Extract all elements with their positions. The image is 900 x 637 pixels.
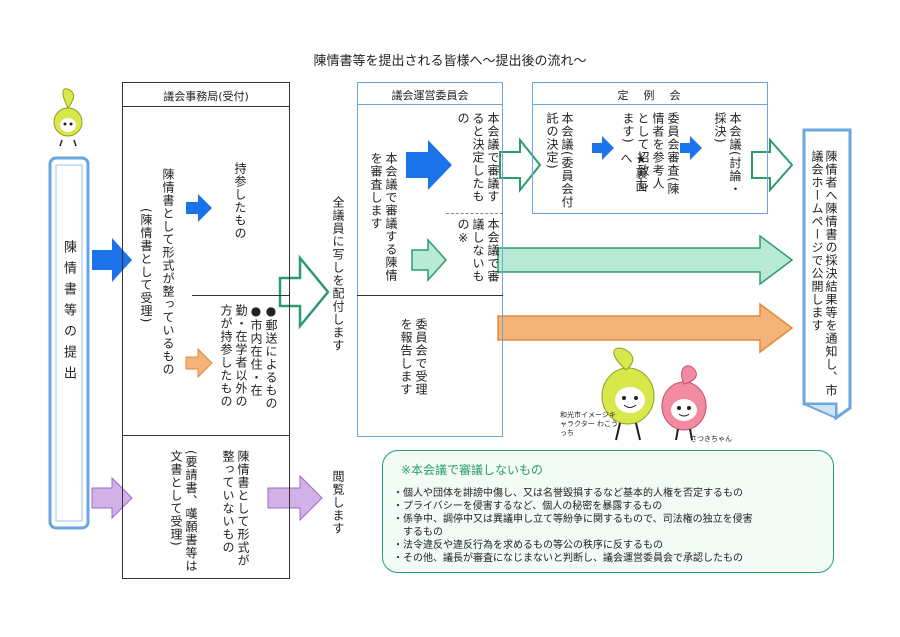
steering-not-reviewed: 本会議で審議しないもの※ [456,218,500,283]
result-label: 陳情者へ陳情書の採決結果等を通知し、市議会ホームページで公開します [810,150,838,397]
note-title: ※本会議で審議しないもの [401,463,544,477]
regular-header: 定 例 会 [617,89,683,102]
mascot-caption-2: さつきちゃん [690,435,732,443]
blue-arrow-steering [406,140,452,190]
steering-header-rule [357,104,503,105]
mascot-satsuki [661,365,707,441]
note-line: ・係争中、調停中又は異議申し立て等紛争に関するもので、司法権の独立を侵害 [393,514,753,525]
blue-arrow-carried [186,194,212,222]
mint-arrow-long [497,234,794,286]
mailed-label: ●郵送によるもの ●市内在住・在勤・在学者以外の方が持参したもの [219,304,278,410]
mascot-caption-1: 和光市イメージキャラクター わこうっち [560,411,618,437]
carried-label: 持参したもの [233,162,247,240]
view-label: 閲覧します [331,470,345,535]
orange-arrow-long [497,302,794,354]
steering-split [357,295,503,296]
secretariat-header: 議会事務局(受付) [163,90,249,103]
blue-arrow-reg2 [680,136,702,160]
result-scroll [802,128,852,421]
note-line: ・プライバシーを侵害するなど、個人の秘密を暴露するもの [393,501,663,512]
green-arrow-regular [499,137,542,193]
regular-step2-note: ★裏面へ [619,152,648,193]
note-line: ・個人や団体を誹謗中傷し、又は名誉毀損するなど基本的人権を否定するもの [393,488,743,499]
green-arrow-distribute [278,254,330,330]
informal-sub: (要請書、嘆願書等は文書として受理) [169,450,198,573]
mascot-wakocchi [601,347,655,441]
steering-report: 委員会で受理を報告します [399,318,428,396]
purple-arrow-2 [267,474,323,522]
steering-review: 本会議で審議する陳情を審査します [369,152,398,282]
formal-sub: (陳情書として受理) [139,208,153,324]
submission-label: 陳情書等の提出 [61,240,76,387]
secretariat-header-rule [122,106,290,107]
steering-dash [446,213,503,214]
note-list: ・個人や団体を誹謗中傷し、又は名誉毀損するなど基本的人権を否定するもの ・プライ… [393,487,753,565]
orange-arrow-mailed [185,347,213,379]
secretariat-sub-split [192,295,290,296]
informal-label: 陳情書として形式が整っていないもの [221,450,250,567]
regular-step1: 本会議(委員会付託の決定) [545,112,574,209]
note-line: するもの [393,527,443,538]
note-line: ・法令違反や違反行為を求めるもの等公の秩序に反するもの [393,540,663,551]
regular-box [532,82,768,214]
note-box: ※本会議で審議しないもの ・個人や団体を誹謗中傷し、又は名誉毀損するなど基本的人… [382,450,834,573]
page-title: 陳情書等を提出される皆様へ〜提出後の流れ〜 [313,54,587,69]
regular-step2: 委員会審査(陳情者を参考人として招致します) [621,112,680,196]
steering-box [357,82,503,437]
steering-header: 議会運営委員会 [391,89,469,102]
distribute-label: 全議員に写しを配付します [331,196,345,352]
secretariat-split [122,435,290,436]
note-line: ・その他、議長が審査になじまないと判断し、議会運営委員会で承認したもの [393,553,743,564]
secretariat-box [122,82,290,579]
regular-step3: 本会議(討論・採決) [713,112,742,196]
regular-header-rule [532,104,768,105]
formal-label: 陳情書として形式が整っているもの [161,168,175,376]
green-arrow-result [751,137,794,193]
mascot-small [53,88,83,147]
steering-decided: 本会議で審議すると決定したもの [456,112,500,203]
mint-arrow-small [411,238,448,282]
blue-arrow-reg1 [592,136,614,160]
submission-scroll [48,156,90,530]
